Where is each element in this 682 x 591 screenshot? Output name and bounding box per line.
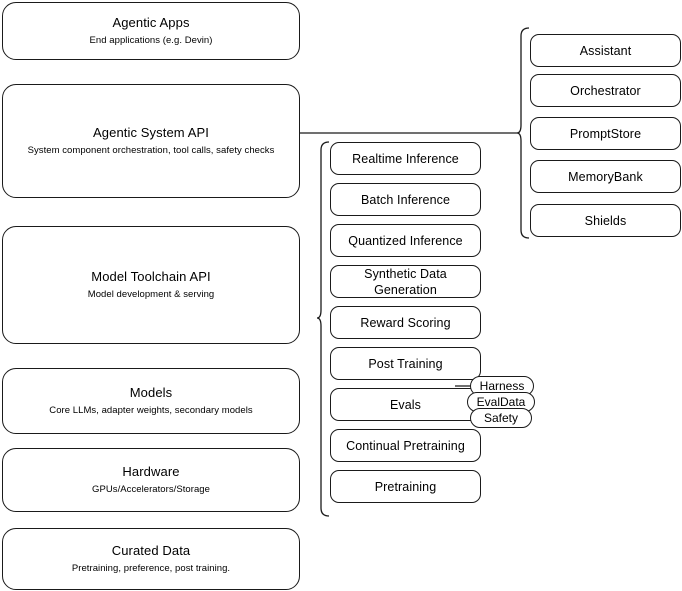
layer-subtitle: Pretraining, preference, post training. [71, 563, 231, 574]
capability-label: Reward Scoring [360, 315, 451, 330]
layer-title: Models [129, 385, 173, 400]
layer-models[interactable]: Models Core LLMs, adapter weights, secon… [2, 368, 300, 434]
layer-subtitle: End applications (e.g. Devin) [89, 35, 213, 46]
layer-agentic-system-api[interactable]: Agentic System API System component orch… [2, 84, 300, 198]
evals-pill-harness[interactable]: Harness [470, 376, 534, 396]
layer-title: Hardware [122, 464, 180, 479]
capability-synthetic-data-generation[interactable]: Synthetic Data Generation [330, 265, 481, 298]
capability-pretraining[interactable]: Pretraining [330, 470, 481, 503]
capability-continual-pretraining[interactable]: Continual Pretraining [330, 429, 481, 462]
component-promptstore[interactable]: PromptStore [530, 117, 681, 150]
capability-label: Pretraining [374, 479, 437, 494]
layer-title: Agentic System API [93, 125, 209, 140]
layer-subtitle: Core LLMs, adapter weights, secondary mo… [49, 405, 253, 416]
evals-pill-safety[interactable]: Safety [470, 408, 532, 428]
component-label: Assistant [579, 43, 632, 58]
capability-label: Quantized Inference [348, 233, 463, 248]
capability-label: Evals [389, 397, 422, 412]
brace-middle-capabilities [316, 141, 330, 517]
capability-reward-scoring[interactable]: Reward Scoring [330, 306, 481, 339]
capability-evals[interactable]: Evals [330, 388, 481, 421]
component-label: Orchestrator [570, 83, 641, 98]
layer-agentic-apps[interactable]: Agentic Apps End applications (e.g. Devi… [2, 2, 300, 60]
layer-subtitle: System component orchestration, tool cal… [27, 145, 275, 156]
component-label: PromptStore [569, 126, 642, 141]
brace-right-components [516, 27, 530, 239]
component-label: MemoryBank [568, 169, 643, 184]
capability-batch-inference[interactable]: Batch Inference [330, 183, 481, 216]
pill-label: EvalData [476, 395, 526, 409]
layer-curated-data[interactable]: Curated Data Pretraining, preference, po… [2, 528, 300, 590]
pill-label: Harness [479, 379, 525, 393]
pill-label: Safety [483, 411, 519, 425]
capability-label: Synthetic Data Generation [364, 266, 447, 297]
capability-post-training[interactable]: Post Training [330, 347, 481, 380]
capability-label: Batch Inference [360, 192, 451, 207]
evals-pill-evaldata[interactable]: EvalData [467, 392, 535, 412]
capability-label: Post Training [368, 356, 443, 371]
capability-realtime-inference[interactable]: Realtime Inference [330, 142, 481, 175]
component-assistant[interactable]: Assistant [530, 34, 681, 67]
component-label: Shields [584, 213, 627, 228]
component-orchestrator[interactable]: Orchestrator [530, 74, 681, 107]
capability-label: Realtime Inference [352, 151, 459, 166]
capability-label: Continual Pretraining [346, 438, 465, 453]
layer-hardware[interactable]: Hardware GPUs/Accelerators/Storage [2, 448, 300, 512]
layer-title: Agentic Apps [112, 15, 190, 30]
component-shields[interactable]: Shields [530, 204, 681, 237]
layer-title: Model Toolchain API [91, 269, 211, 284]
layer-subtitle: GPUs/Accelerators/Storage [92, 484, 210, 495]
capability-quantized-inference[interactable]: Quantized Inference [330, 224, 481, 257]
component-memorybank[interactable]: MemoryBank [530, 160, 681, 193]
layer-model-toolchain-api[interactable]: Model Toolchain API Model development & … [2, 226, 300, 344]
layer-subtitle: Model development & serving [87, 289, 215, 300]
layer-title: Curated Data [111, 543, 191, 558]
